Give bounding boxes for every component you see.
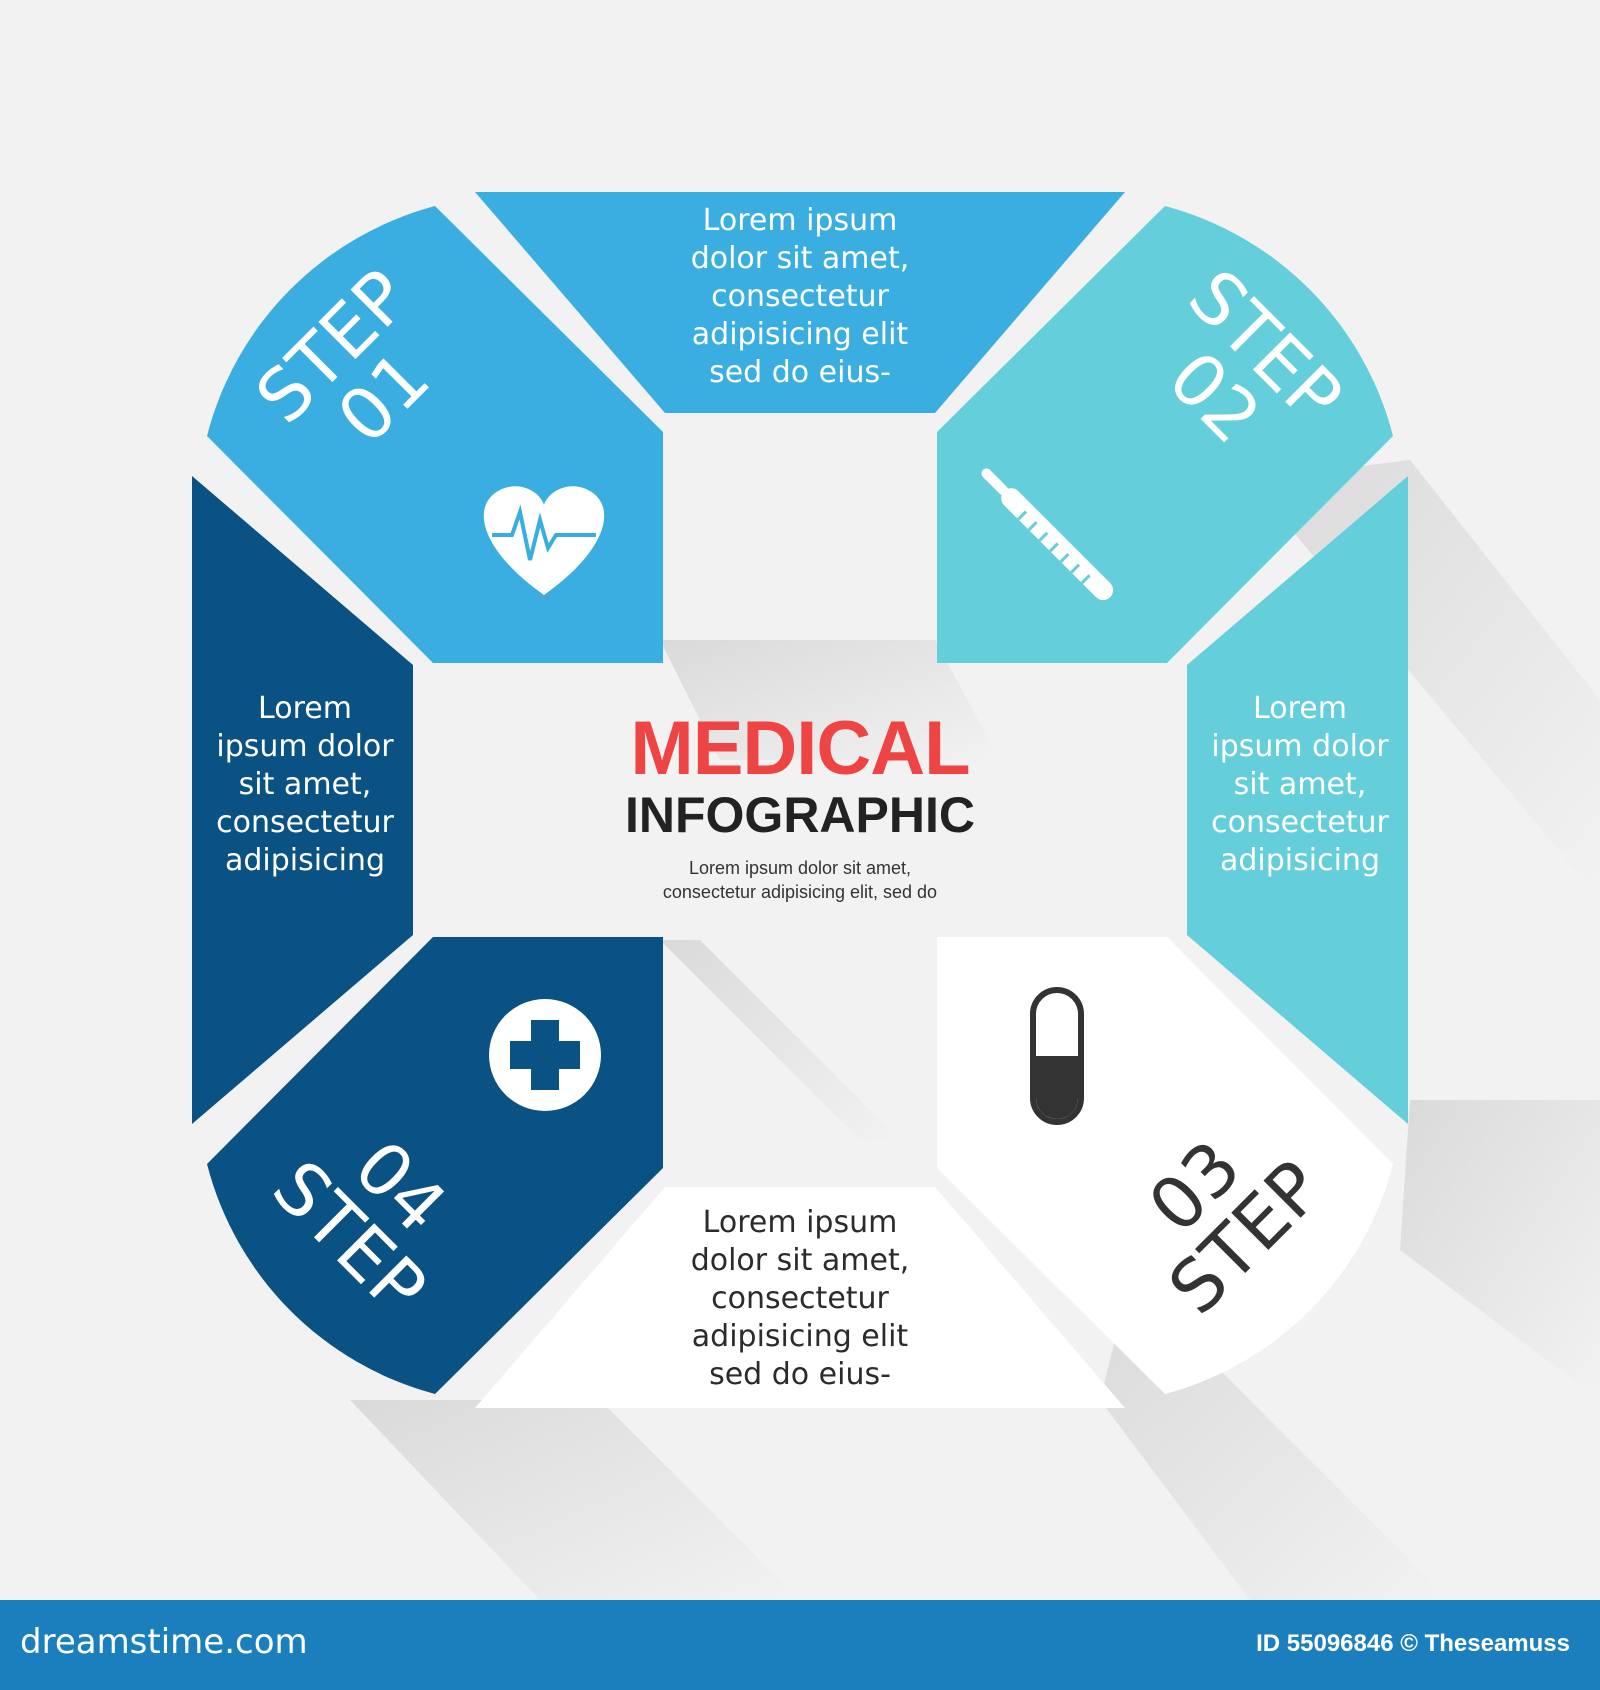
medical-cross-icon xyxy=(489,999,601,1111)
segment-top xyxy=(475,192,1125,413)
segment-bottom-text: Lorem ipsum dolor sit amet, consectetur … xyxy=(690,1205,910,1392)
main-title: MEDICAL xyxy=(630,706,970,791)
center-caption: Lorem ipsum dolor sit amet, consectetur … xyxy=(662,858,938,902)
footer-credit: ID 55096846 © Theseamuss xyxy=(1256,1630,1570,1657)
center-title-block: MEDICAL INFOGRAPHIC Lorem ipsum dolor si… xyxy=(560,710,1040,904)
footer-bar: dreamstime.com ID 55096846 © Theseamuss xyxy=(0,1600,1600,1690)
segment-left xyxy=(192,476,413,1124)
long-shadows xyxy=(350,460,1600,1600)
segment-right xyxy=(1187,476,1408,1124)
heart-pulse-icon xyxy=(483,486,605,595)
footer-brand[interactable]: dreamstime.com xyxy=(20,1622,308,1662)
subtitle: INFOGRAPHIC xyxy=(625,787,975,843)
segment-right-text: Lorem ipsum dolor sit amet, consectetur … xyxy=(1211,691,1389,878)
segment-top-text: Lorem ipsum dolor sit amet, consectetur … xyxy=(690,203,910,390)
thermometer-icon xyxy=(981,468,1114,601)
pill-capsule-icon xyxy=(1030,987,1084,1125)
segment-left-text: Lorem ipsum dolor sit amet, consectetur … xyxy=(216,691,394,878)
segment-bottom xyxy=(475,1187,1125,1408)
